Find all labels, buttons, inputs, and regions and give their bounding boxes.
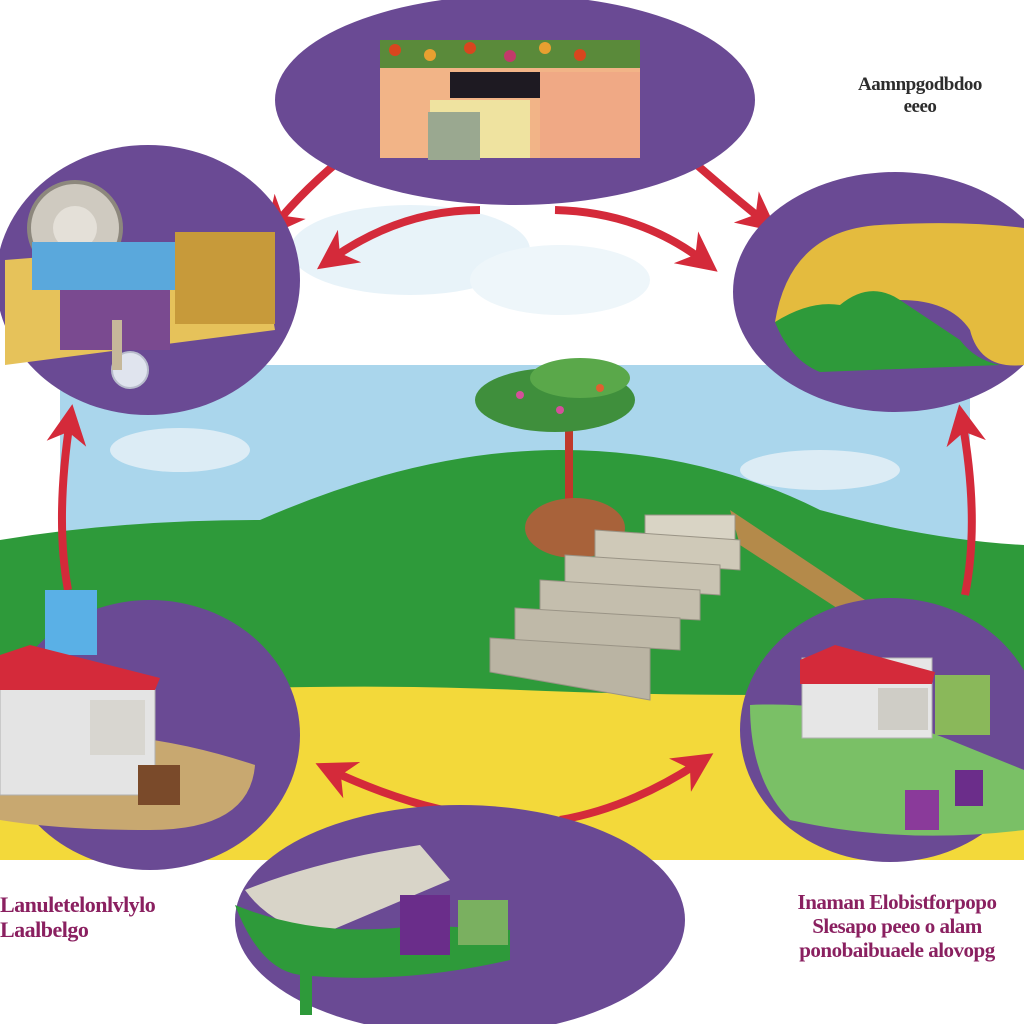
label-bottom-right: Inaman Elobistforpopo Slesapo peeo o ala… xyxy=(770,890,1024,962)
tree-canopy-top xyxy=(530,358,630,398)
node-upper-right xyxy=(733,172,1024,412)
blossom xyxy=(596,384,604,392)
arrow-top-to-center-left xyxy=(316,206,481,270)
machinery-icon xyxy=(5,180,275,389)
node-upper-left xyxy=(0,145,300,415)
hills-icon xyxy=(775,223,1024,372)
stairs xyxy=(489,514,741,701)
cloud xyxy=(290,205,530,295)
farmhouse-icon xyxy=(0,590,255,830)
node-bottom xyxy=(235,805,685,1024)
arrow-top-to-center-right xyxy=(554,206,718,272)
node-lower-left xyxy=(0,590,300,870)
node-top xyxy=(275,0,755,205)
market-stall-icon xyxy=(380,40,640,160)
cloud xyxy=(110,428,250,472)
label-bottom-right-line1: Inaman Elobistforpopo xyxy=(797,890,997,914)
arrow-lower-right-to-upper-right xyxy=(946,404,986,596)
label-bottom-right-line2: Slesapo peeo o alam xyxy=(812,914,982,939)
label-bottom-left: Lanuletelonlvlylo Laalbelgo xyxy=(0,892,220,943)
label-bottom-left-line1: Lanuletelonlvlylo xyxy=(0,892,156,917)
label-top-right-line2: eeeo xyxy=(903,95,937,117)
arrow-bottom-to-lower-right xyxy=(559,753,714,824)
house-garden-icon xyxy=(750,645,1024,836)
label-top-right: Aamnpgodbdoo eeeo xyxy=(830,74,1010,118)
label-top-right-line1: Aamnpgodbdoo xyxy=(858,74,982,95)
hill xyxy=(0,450,1024,700)
blossom xyxy=(516,391,524,399)
label-bottom-right-line3: ponobaibuaele alovopg xyxy=(799,938,995,963)
arrow-lower-left-to-upper-left xyxy=(46,404,87,591)
cloud xyxy=(470,245,650,315)
node-lower-right xyxy=(740,598,1024,862)
planted-bed-icon xyxy=(235,845,510,1015)
cloud xyxy=(740,450,900,490)
tree-trunk xyxy=(565,420,573,500)
blossom xyxy=(556,406,564,414)
label-bottom-left-line2: Laalbelgo xyxy=(0,917,89,943)
dirt-slope xyxy=(730,510,880,610)
